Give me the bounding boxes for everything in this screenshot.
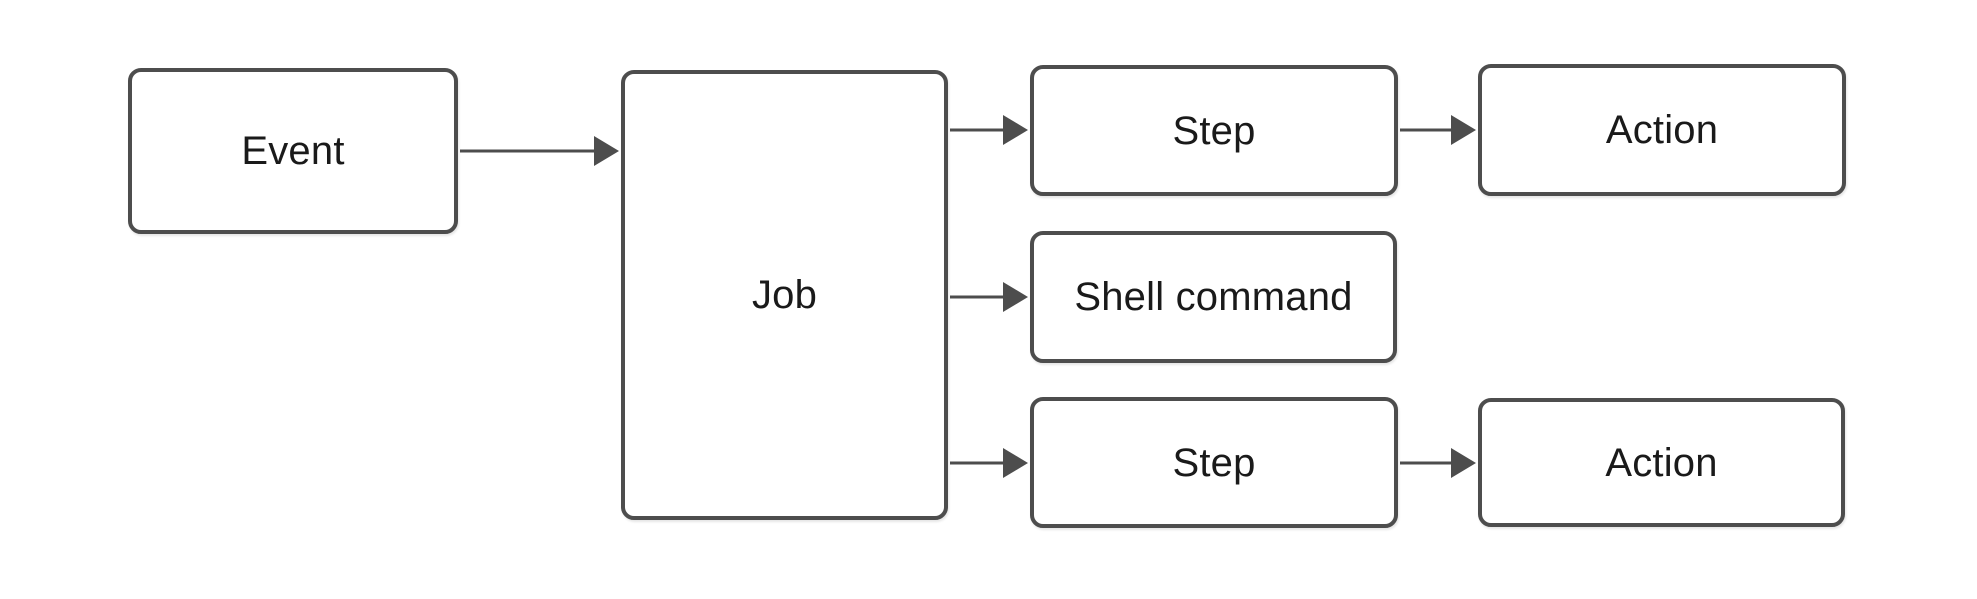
node-step-top-label: Step	[1172, 108, 1256, 153]
node-step-bottom[interactable]: Step	[1030, 397, 1398, 528]
edge-job-to-step-bottom	[950, 448, 1028, 478]
node-shell-command[interactable]: Shell command	[1030, 231, 1397, 363]
node-step-top[interactable]: Step	[1030, 65, 1398, 196]
edge-event-to-job	[460, 136, 619, 166]
node-event[interactable]: Event	[128, 68, 458, 234]
edge-job-to-shell-command	[950, 282, 1028, 312]
edge-job-to-step-top	[950, 115, 1028, 145]
node-action-bottom[interactable]: Action	[1478, 398, 1845, 527]
node-step-bottom-label: Step	[1172, 440, 1256, 485]
node-job[interactable]: Job	[621, 70, 948, 520]
node-event-label: Event	[241, 129, 345, 173]
node-action-bottom-label: Action	[1605, 440, 1718, 485]
node-action-top[interactable]: Action	[1478, 64, 1846, 196]
edge-step-bottom-to-action-bottom	[1400, 448, 1476, 478]
edge-step-top-to-action-top	[1400, 115, 1476, 145]
node-job-label: Job	[751, 273, 818, 317]
node-shell-command-label: Shell command	[1074, 275, 1353, 319]
node-action-top-label: Action	[1605, 108, 1719, 152]
